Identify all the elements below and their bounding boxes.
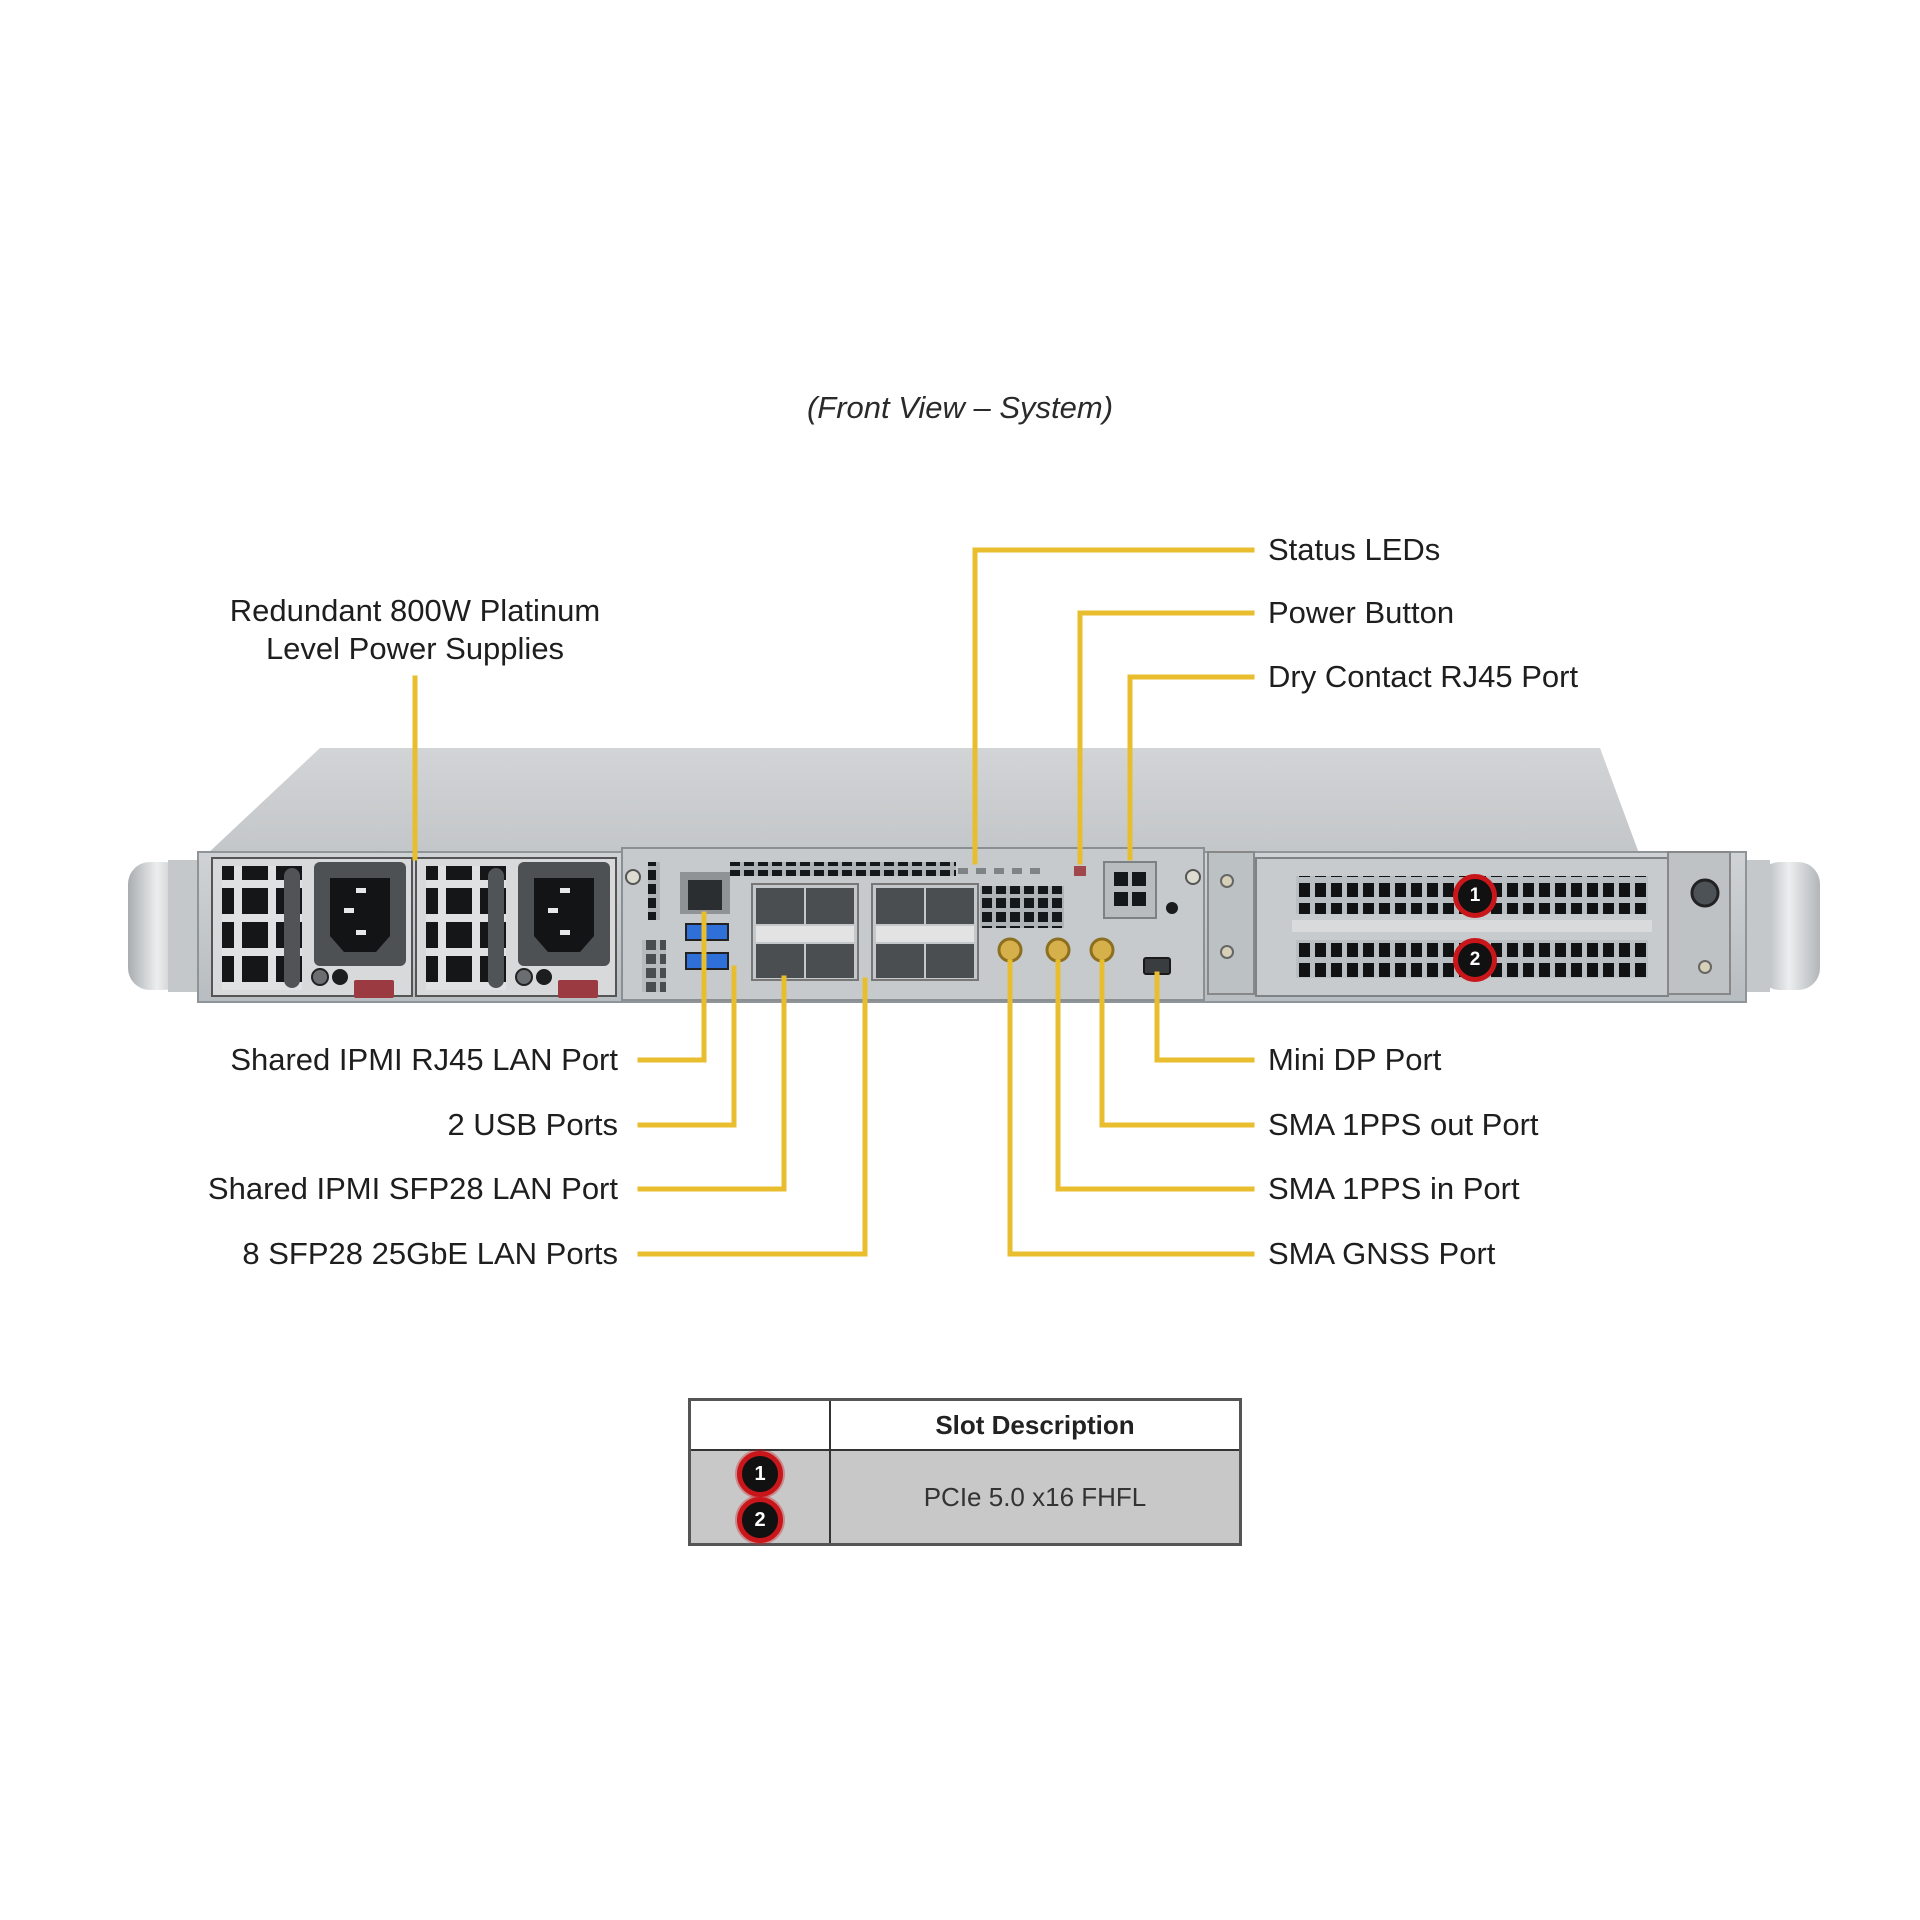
slot-badge-1: 1 <box>1453 874 1497 918</box>
slot-badge-table-2: 2 <box>737 1497 783 1543</box>
callout-line-power-button <box>1077 610 1255 865</box>
slot-table-header-description: Slot Description <box>829 1398 1242 1451</box>
slot-badge-2: 2 <box>1453 938 1497 982</box>
callout-line-sma-gnss <box>1007 959 1255 1257</box>
power-supply-2 <box>415 857 617 998</box>
sfp28-cages <box>751 883 979 981</box>
callout-label-status-leds: Status LEDs <box>1268 532 1441 567</box>
callout-line-mini-dp <box>1154 971 1255 1063</box>
diagram-title: (Front View – System) <box>806 390 1114 425</box>
callout-line-status-leds <box>972 547 1255 865</box>
callout-lines <box>412 547 1255 1257</box>
ipmi-rj45-port <box>680 872 730 914</box>
power-supply-1 <box>211 857 413 998</box>
callout-line-sma-1pps-out <box>1099 959 1255 1128</box>
table-row: 12 PCIe 5.0 x16 FHFL <box>688 1449 1242 1546</box>
slot-table-description-cell: PCIe 5.0 x16 FHFL <box>829 1449 1242 1546</box>
callout-line-ipmi-sfp28 <box>637 975 787 1192</box>
rack-ear-right <box>1740 860 1820 992</box>
callout-label-ipmi-rj45: Shared IPMI RJ45 LAN Port <box>230 1042 618 1077</box>
slot-description-table: Slot Description 12 PCIe 5.0 x16 FHFL <box>688 1398 1242 1546</box>
slot-badge-table-1: 1 <box>737 1451 783 1497</box>
callout-label-sma-gnss: SMA GNSS Port <box>1268 1236 1496 1271</box>
callout-line-ipmi-rj45 <box>637 911 707 1063</box>
power-button <box>1074 866 1086 876</box>
callout-label-dry-contact: Dry Contact RJ45 Port <box>1268 659 1579 694</box>
psu-label-line1: Redundant 800W Platinum <box>229 593 601 628</box>
sma-connectors <box>997 937 1115 963</box>
callout-label-sfp28-lan: 8 SFP28 25GbE LAN Ports <box>242 1236 618 1271</box>
callout-line-sma-1pps-in <box>1055 959 1255 1192</box>
dry-contact-rj45-port <box>1103 861 1157 919</box>
slot-table-badges-cell: 12 <box>688 1449 831 1546</box>
status-leds <box>958 868 1040 874</box>
callout-label-mini-dp: Mini DP Port <box>1268 1042 1442 1077</box>
callout-line-sfp28-lan <box>637 977 868 1257</box>
callout-label-power-supplies: Redundant 800W Platinum Level Power Supp… <box>195 592 635 668</box>
slot-table-header-blank <box>688 1398 831 1451</box>
callout-label-power-button: Power Button <box>1268 595 1455 630</box>
slot-table-header: Slot Description <box>688 1398 1242 1451</box>
callout-label-ipmi-sfp28: Shared IPMI SFP28 LAN Port <box>207 1171 618 1206</box>
rack-ear-left <box>128 860 198 992</box>
io-panel <box>621 847 1205 1001</box>
chassis-top <box>205 748 1640 856</box>
psu-label-line2: Level Power Supplies <box>265 631 565 666</box>
callout-line-usb <box>637 965 737 1128</box>
callout-label-usb: 2 USB Ports <box>447 1107 618 1142</box>
usb-ports <box>685 923 729 970</box>
callout-label-sma-1pps-in: SMA 1PPS in Port <box>1268 1171 1520 1206</box>
callout-line-dry-contact <box>1127 674 1255 861</box>
callout-label-sma-1pps-out: SMA 1PPS out Port <box>1268 1107 1539 1142</box>
